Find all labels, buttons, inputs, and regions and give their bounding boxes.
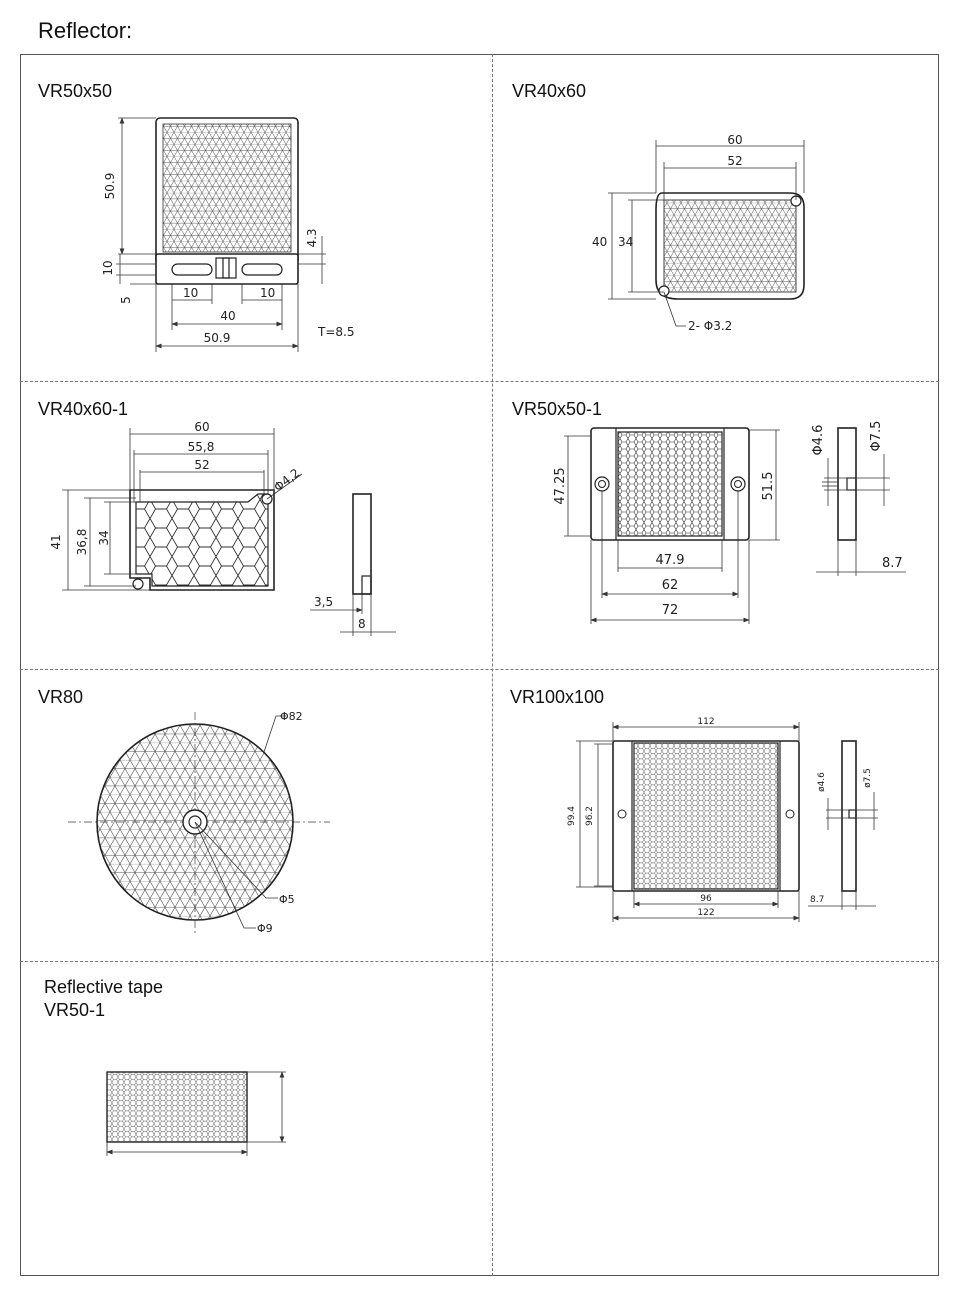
dim-vr50x50-slot-left: 10 (183, 286, 198, 300)
dim-vr50x50-width: 50.9 (204, 331, 231, 345)
drawing-vr80: Φ82 Φ5 Φ9 (68, 710, 330, 936)
dim-vr50x50-1-left-height: 47.25 (553, 467, 568, 504)
drawing-vr40x60-1: 60 55,8 52 Φ4,2 41 36,8 34 3,5 8 (49, 420, 396, 636)
dim-vr50x50-thickness: T=8.5 (317, 325, 354, 339)
dim-vr100x100-outer-height: 99.4 (567, 806, 577, 826)
drawing-vr50x50-1: 47.25 51.5 47.9 62 72 Φ4.6 Φ7.5 8.7 (553, 421, 906, 624)
dim-vr40x60-1-mid-width: 55,8 (188, 440, 215, 454)
dim-vr50x50-slot-offset: 5 (119, 296, 133, 304)
dim-vr40x60-height: 40 (592, 235, 607, 249)
dim-vr40x60-1-thickness: 8 (358, 617, 366, 631)
row-divider-1 (20, 381, 939, 382)
dim-vr100x100-thickness: 8.7 (810, 895, 824, 905)
row-divider-3 (20, 961, 939, 962)
dim-vr40x60-width: 60 (727, 133, 742, 147)
cell-title-vr40x60-1: VR40x60-1 (38, 399, 129, 419)
dim-vr80-outer: Φ82 (280, 710, 303, 723)
dim-vr40x60-1-inner-height: 34 (97, 530, 111, 545)
dim-vr40x60-1-mid-height: 36,8 (75, 529, 89, 556)
dim-vr40x60-1-hole: Φ4,2 (271, 466, 302, 495)
cell-title-vr40x60: VR40x60 (512, 81, 587, 101)
drawing-frame (20, 54, 939, 1276)
page-title: Reflector: (38, 18, 133, 43)
drawing-tape (106, 1071, 286, 1156)
dim-vr40x60-1-width: 60 (194, 420, 209, 434)
cell-title-vr100x100: VR100x100 (510, 687, 605, 707)
cell-title-vr50x50-1: VR50x50-1 (512, 399, 603, 419)
dim-vr50x50-1-inner-width: 47.9 (656, 553, 685, 568)
dim-vr50x50-slot-height: 10 (101, 260, 115, 275)
dim-vr50x50-hole-spacing: 40 (220, 309, 235, 323)
dim-vr40x60-holes: 2- Φ3.2 (688, 319, 732, 333)
drawing-vr100x100: 112 99.4 96.2 96 122 ø4.6 ø7.5 8.7 (567, 717, 878, 922)
dim-vr100x100-top-width: 112 (697, 717, 714, 727)
row-divider-2 (20, 669, 939, 670)
dim-vr40x60-inner-height: 34 (618, 235, 633, 249)
dim-vr50x50-slot-right: 10 (260, 286, 275, 300)
dim-vr50x50-side: 4.3 (305, 228, 319, 247)
cell-title-vr80: VR80 (38, 687, 84, 707)
dim-vr50x50-1-hole-large: Φ7.5 (869, 421, 884, 452)
dim-vr50x50-1-thickness: 8.7 (882, 556, 903, 571)
column-divider (492, 54, 493, 1276)
dim-vr50x50-1-right-height: 51.5 (761, 472, 776, 501)
dim-vr80-boss: Φ9 (257, 922, 273, 935)
dim-vr40x60-1-inner-width: 52 (194, 458, 209, 472)
cell-title-vr50x50: VR50x50 (38, 81, 113, 101)
dim-vr50x50-1-hole-small: Φ4.6 (811, 425, 826, 456)
cell-title-tape: Reflective tape (44, 977, 164, 997)
dim-vr50x50-1-hole-spacing: 62 (662, 578, 679, 593)
dim-vr100x100-hole-small: ø4.6 (817, 772, 827, 792)
dim-vr40x60-1-step: 3,5 (314, 595, 333, 609)
dim-vr100x100-width: 122 (697, 908, 714, 918)
dim-vr100x100-inner-height: 96.2 (585, 806, 595, 826)
dim-vr100x100-hole-large: ø7.5 (863, 768, 873, 788)
dim-vr50x50-1-width: 72 (662, 603, 679, 618)
drawing-vr50x50: 50.9 10 5 4.3 10 10 40 50.9 T=8.5 (101, 117, 354, 352)
dim-vr40x60-1-height: 41 (49, 534, 63, 549)
drawing-vr40x60: 60 52 40 34 2- Φ3.2 (592, 133, 805, 333)
cell-subtitle-tape: VR50-1 (44, 1000, 106, 1020)
dim-vr50x50-height: 50.9 (103, 173, 117, 200)
dim-vr40x60-inner-width: 52 (727, 154, 742, 168)
dim-vr80-hole: Φ5 (279, 893, 295, 906)
dim-vr100x100-inner-width: 96 (700, 894, 712, 904)
